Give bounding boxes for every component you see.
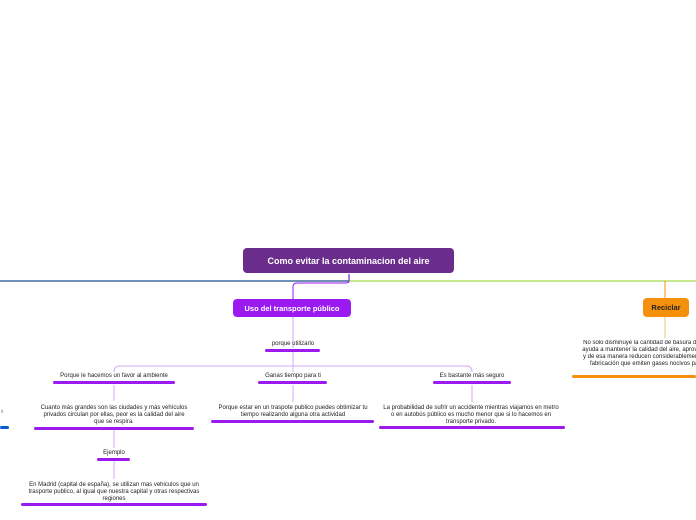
example-label-node[interactable]: Ejemplo xyxy=(94,450,134,457)
detail-text: No solo disminuye la cantidad de basura … xyxy=(582,340,696,367)
reason-mas-seguro[interactable]: Es bastante más seguro xyxy=(427,373,517,380)
underline-bar xyxy=(0,426,9,429)
reason-favor-ambiente[interactable]: Porque le hacemos un favor al ambiente xyxy=(44,373,184,380)
topic-reciclar[interactable]: Reciclar xyxy=(643,298,689,317)
detail-reciclar[interactable]: No solo disminuye la cantidad de basura … xyxy=(578,340,696,374)
detail-text: Porque estar en un traspote publico pued… xyxy=(218,405,368,418)
left-partial-node[interactable]: i xyxy=(0,409,4,416)
underline-bar xyxy=(211,420,374,423)
underline-bar xyxy=(572,375,696,378)
reason-ganas-tiempo[interactable]: Ganas tiempo para ti xyxy=(248,373,338,380)
underline-bar xyxy=(433,381,511,384)
example-label: Ejemplo xyxy=(103,450,125,456)
detail-text: Cuanto más grandes son las ciudades y má… xyxy=(40,405,188,425)
underline-bar xyxy=(258,381,327,384)
underline-bar xyxy=(34,427,194,430)
underline-bar xyxy=(265,349,320,352)
reason-label: Ganas tiempo para ti xyxy=(265,373,321,379)
subtopic-label: porque utilizarlo xyxy=(271,341,315,347)
reason-label: Porque le hacemos un favor al ambiente xyxy=(60,373,168,379)
topic-transporte-publico[interactable]: Uso del transporte público xyxy=(233,299,351,317)
detail-favor-ambiente[interactable]: Cuanto más grandes son las ciudades y má… xyxy=(40,405,188,426)
root-topic[interactable]: Como evitar la contaminacion del aire xyxy=(243,248,454,273)
subtopic-porque-utilizarlo[interactable]: porque utilizarlo xyxy=(258,341,328,348)
partial-label: i xyxy=(1,409,3,415)
underline-bar xyxy=(21,503,207,506)
detail-text: La probabilidad de sufrir un accidente m… xyxy=(383,405,559,425)
underline-bar xyxy=(379,426,565,429)
detail-mas-seguro[interactable]: La probabilidad de sufrir un accidente m… xyxy=(383,405,559,426)
reason-label: Es bastante más seguro xyxy=(439,373,505,379)
example-text: En Madrid (capital de españa), se utiliz… xyxy=(28,482,200,502)
detail-ganas-tiempo[interactable]: Porque estar en un traspote publico pued… xyxy=(212,405,374,419)
underline-bar xyxy=(53,381,175,384)
example-madrid[interactable]: En Madrid (capital de españa), se utiliz… xyxy=(26,482,202,503)
underline-bar xyxy=(97,458,130,461)
